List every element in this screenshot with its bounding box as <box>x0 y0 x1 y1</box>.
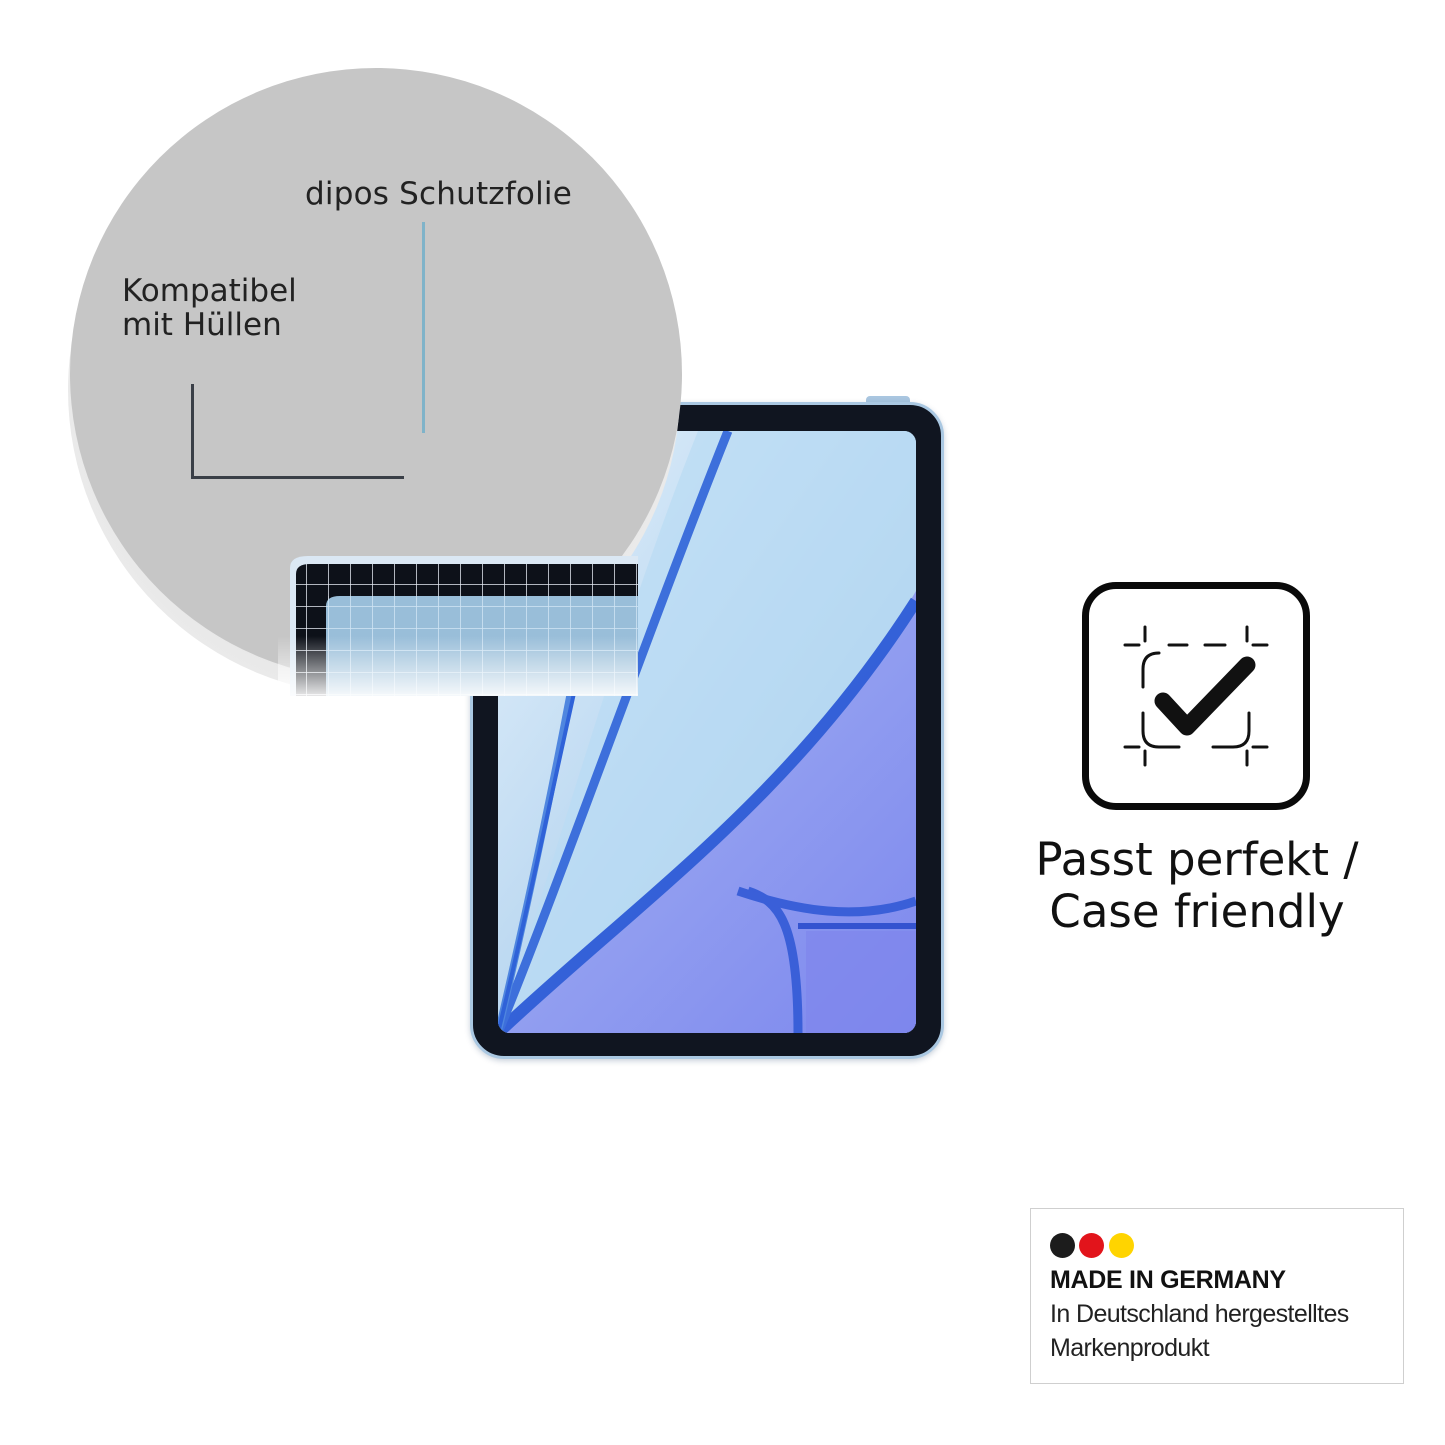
tablet-device <box>470 402 944 1059</box>
tablet-top-button <box>866 396 910 406</box>
compat-bracket-vertical <box>191 384 194 479</box>
made-in-germany-line2: Markenprodukt <box>1050 1334 1210 1362</box>
flag-dot-gold <box>1109 1233 1134 1258</box>
feature-text: Passt perfekt / Case friendly <box>1020 834 1374 938</box>
film-pointer-line <box>422 222 425 433</box>
compat-label-line2: mit Hüllen <box>122 307 282 343</box>
feature-text-line2: Case friendly <box>1049 885 1345 938</box>
film-label: dipos Schutzfolie <box>305 176 572 212</box>
compat-label: Kompatibel mit Hüllen <box>122 274 297 342</box>
flag-dot-red <box>1079 1233 1104 1258</box>
tablet-screen-wallpaper <box>498 431 916 1033</box>
made-in-germany-title: MADE IN GERMANY <box>1050 1266 1286 1294</box>
compat-label-line1: Kompatibel <box>122 273 297 309</box>
zoom-grid-detail <box>218 496 638 696</box>
made-in-germany-badge: MADE IN GERMANY In Deutschland hergestel… <box>1030 1208 1404 1384</box>
flag-dot-black <box>1050 1233 1075 1258</box>
feature-text-line1: Passt perfekt / <box>1035 833 1359 886</box>
compat-bracket-horizontal <box>191 476 404 479</box>
made-in-germany-line1: In Deutschland hergestelltes <box>1050 1300 1349 1328</box>
check-in-frame-icon <box>1082 582 1310 810</box>
